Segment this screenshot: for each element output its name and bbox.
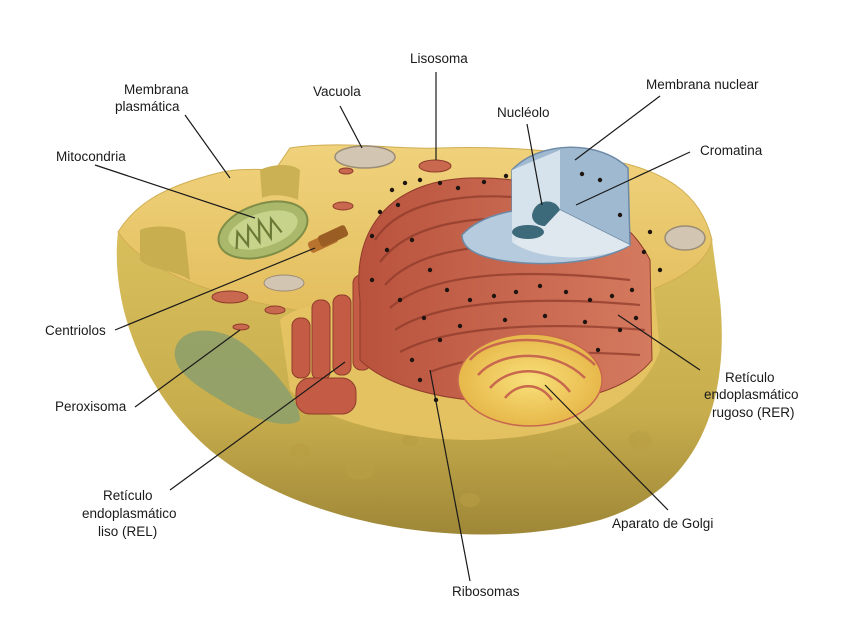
label-peroxisoma: Peroxisoma [55, 399, 127, 414]
label-rel-1: Retículo [103, 488, 153, 503]
label-membrana-nuclear: Membrana nuclear [646, 77, 759, 92]
label-rel-3: liso (REL) [98, 524, 157, 539]
golgi-apparatus [458, 334, 602, 426]
label-lisosoma: Lisosoma [410, 51, 468, 66]
label-membrana-plasmatica-1: Membrana [124, 82, 189, 97]
label-membrana-plasmatica-2: plasmática [115, 99, 180, 114]
label-aparato-golgi: Aparato de Golgi [612, 516, 713, 531]
label-ribosomas: Ribosomas [452, 584, 520, 599]
label-mitocondria: Mitocondria [56, 149, 126, 164]
label-rer-2: endoplasmático [704, 387, 799, 402]
label-rel-2: endoplasmático [82, 506, 177, 521]
label-cromatina: Cromatina [700, 143, 763, 158]
label-nucleolo: Nucléolo [497, 105, 550, 120]
label-centriolos: Centriolos [45, 323, 106, 338]
vacuole [335, 146, 395, 168]
label-rer-1: Retículo [725, 370, 775, 385]
label-vacuola: Vacuola [313, 84, 361, 99]
label-rer-3: rugoso (RER) [712, 405, 795, 420]
